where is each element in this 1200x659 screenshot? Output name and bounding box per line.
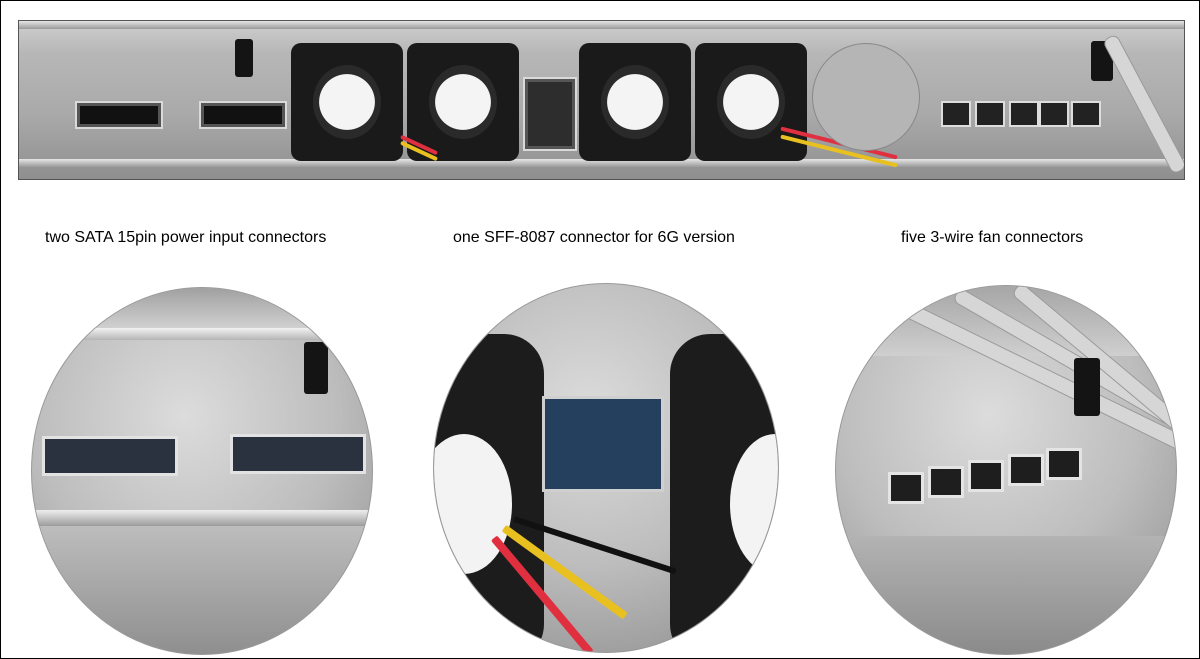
sff-closeup-photo (433, 283, 779, 653)
fan-connector-3 (1009, 101, 1039, 127)
caption-fans: five 3-wire fan connectors (901, 229, 1084, 246)
cable-clip (235, 39, 253, 77)
fan-connector-1 (888, 472, 924, 504)
sff-8087-connector (523, 77, 577, 151)
fan-connector-4 (1039, 101, 1069, 127)
sata-power-connector-2 (199, 101, 287, 129)
sata-power-connector-2 (230, 434, 366, 474)
fan-connector-4 (1008, 454, 1044, 486)
sata-power-connector-1 (75, 101, 163, 129)
sata-closeup-photo (31, 287, 373, 655)
fan-connectors-closeup-photo (835, 285, 1177, 655)
caption-sata: two SATA 15pin power input connectors (45, 229, 327, 246)
cable-bundle (1101, 33, 1184, 175)
sff-8087-connector (542, 396, 664, 492)
fan-connector-2 (928, 466, 964, 498)
fan-connector-3 (968, 460, 1004, 492)
chassis-bottom-rail (19, 159, 1184, 167)
fan-2 (407, 43, 519, 161)
fan-4 (695, 43, 807, 161)
fan-connector-5 (1046, 448, 1082, 480)
fan-1 (291, 43, 403, 161)
caption-sff: one SFF-8087 connector for 6G version (453, 229, 735, 246)
backplane-overview-photo (18, 20, 1185, 180)
sata-power-connector-1 (42, 436, 178, 476)
fan-3 (579, 43, 691, 161)
cable-clip (1074, 358, 1100, 416)
cable-clip (304, 342, 328, 394)
fan-connector-1 (941, 101, 971, 127)
chassis-top-rail (19, 21, 1184, 29)
chassis-round-vent (812, 43, 920, 151)
fan-connector-2 (975, 101, 1005, 127)
fan-connector-5 (1071, 101, 1101, 127)
